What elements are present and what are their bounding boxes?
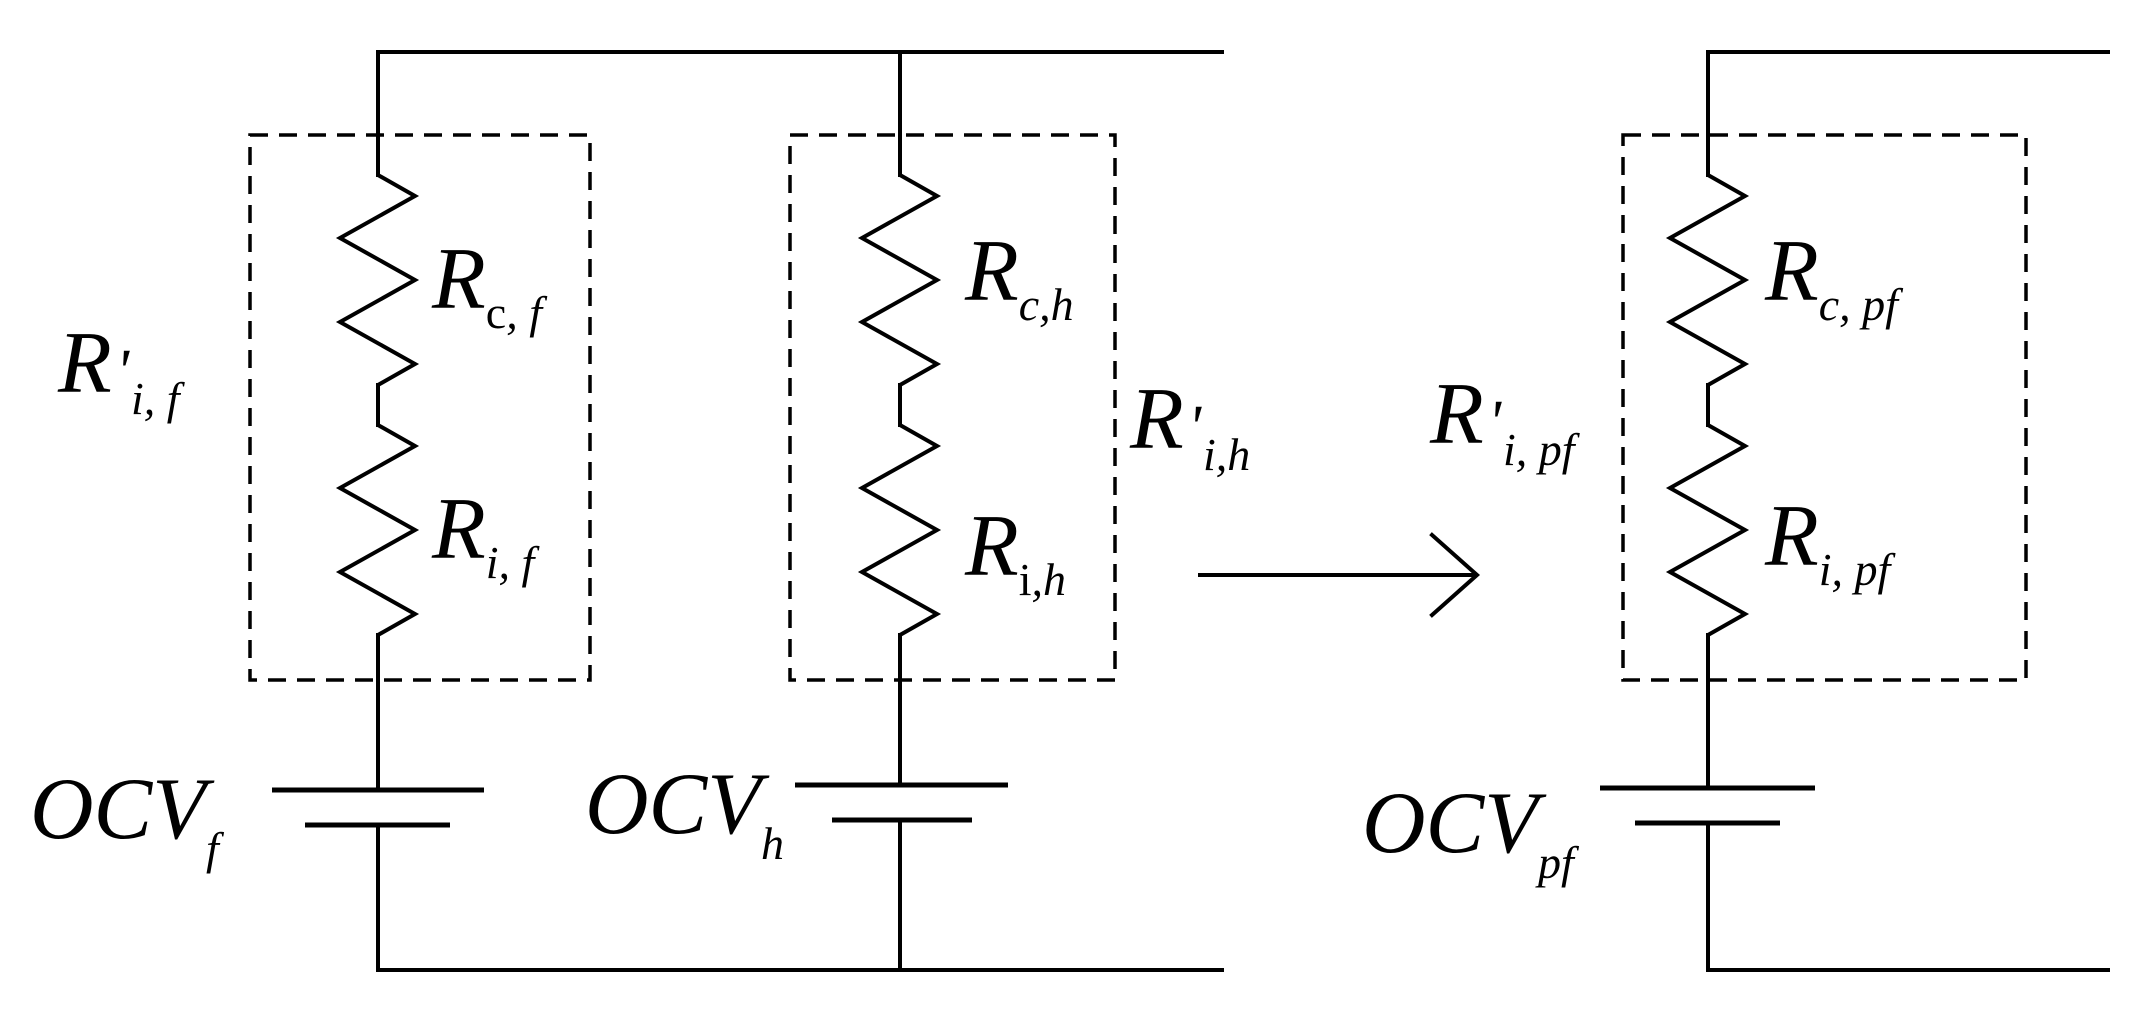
middle-ri-label: Ri,h [964,498,1066,605]
equivalent-circuit [1600,50,2110,972]
right-r-prime-label: R'i, pf [1429,366,1581,475]
right-rc-label: Rc, pf [1764,223,1904,330]
middle-rc-label: Rc,h [964,223,1074,330]
left-r-prime-label: R'i, f [57,315,186,424]
left-resistor-rc [335,173,420,387]
middle-dashed-box [788,133,1117,682]
arrow [1198,532,1481,618]
arrow-head [1429,532,1481,618]
middle-resistor-rc [857,173,942,387]
right-resistor-ri [1665,423,1750,637]
left-ri-label: Ri, f [431,481,541,588]
right-ri-label: Ri, pf [1764,488,1897,595]
middle-resistor-ri [857,423,942,637]
right-ocv-label: OCVpf [1362,775,1580,888]
left-rc-label: Rc, f [431,231,548,338]
middle-ocv-label: OCVh [585,756,784,869]
left-resistor-ri [335,423,420,637]
left-branch [248,50,592,972]
left-dashed-box [248,133,592,682]
middle-branch [788,50,1117,972]
parallel-circuit [248,50,1224,972]
middle-r-prime-label: R'i,h [1129,371,1250,480]
right-resistor-rc [1665,173,1750,387]
right-dashed-box [1621,133,2028,682]
left-ocv-label: OCVf [30,761,225,874]
